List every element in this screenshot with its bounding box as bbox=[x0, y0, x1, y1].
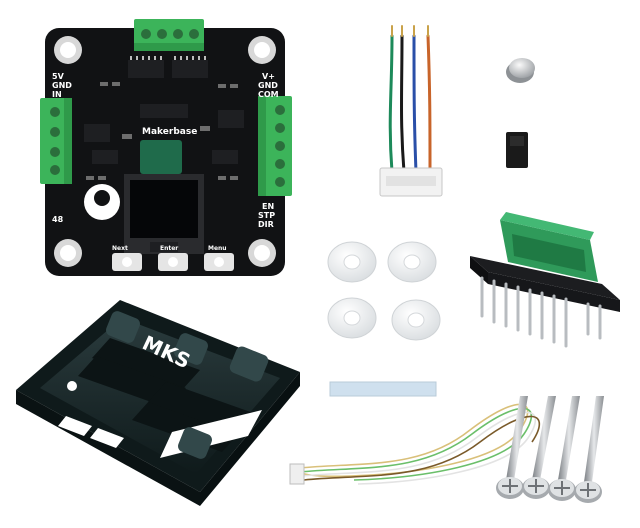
label-com: COM bbox=[258, 90, 279, 99]
magnet bbox=[506, 58, 535, 83]
label-in: IN bbox=[52, 90, 62, 99]
thermal-pad bbox=[329, 381, 437, 397]
ic-chips bbox=[84, 56, 244, 164]
washers bbox=[327, 241, 441, 341]
label-menu: Menu bbox=[208, 245, 227, 252]
driver-board: MKS Makerbase 5V GND IN V+ GND COM EN ST… bbox=[40, 19, 292, 276]
label-48: 48 bbox=[52, 215, 64, 224]
label-gnd-right: GND bbox=[258, 81, 278, 90]
smd-components bbox=[86, 82, 238, 180]
logo-text: MKS bbox=[93, 210, 110, 218]
cable-harness bbox=[379, 25, 443, 197]
label-dir: DIR bbox=[258, 220, 274, 229]
mks-logo: MKS bbox=[84, 184, 120, 220]
terminal-left bbox=[40, 98, 72, 184]
label-en: EN bbox=[262, 202, 274, 211]
label-enter: Enter bbox=[160, 245, 178, 252]
jumper-cap bbox=[506, 132, 528, 168]
label-next: Next bbox=[112, 245, 128, 252]
motor-case: MKS bbox=[16, 300, 300, 506]
label-vplus: V+ bbox=[262, 72, 275, 81]
adapter-board bbox=[470, 212, 620, 348]
oled-display bbox=[124, 174, 204, 254]
label-5v: 5V bbox=[52, 72, 65, 81]
inductor bbox=[140, 140, 182, 174]
screws bbox=[496, 396, 604, 503]
tactile-buttons bbox=[112, 253, 234, 271]
case-mounting-hole bbox=[67, 381, 77, 391]
label-stp: STP bbox=[258, 211, 275, 220]
terminal-right bbox=[258, 96, 292, 196]
label-gnd-left: GND bbox=[52, 81, 72, 90]
mounting-holes bbox=[54, 36, 276, 267]
brand-label: Makerbase bbox=[142, 127, 197, 137]
loose-cable bbox=[289, 403, 541, 485]
terminal-top bbox=[134, 19, 204, 51]
